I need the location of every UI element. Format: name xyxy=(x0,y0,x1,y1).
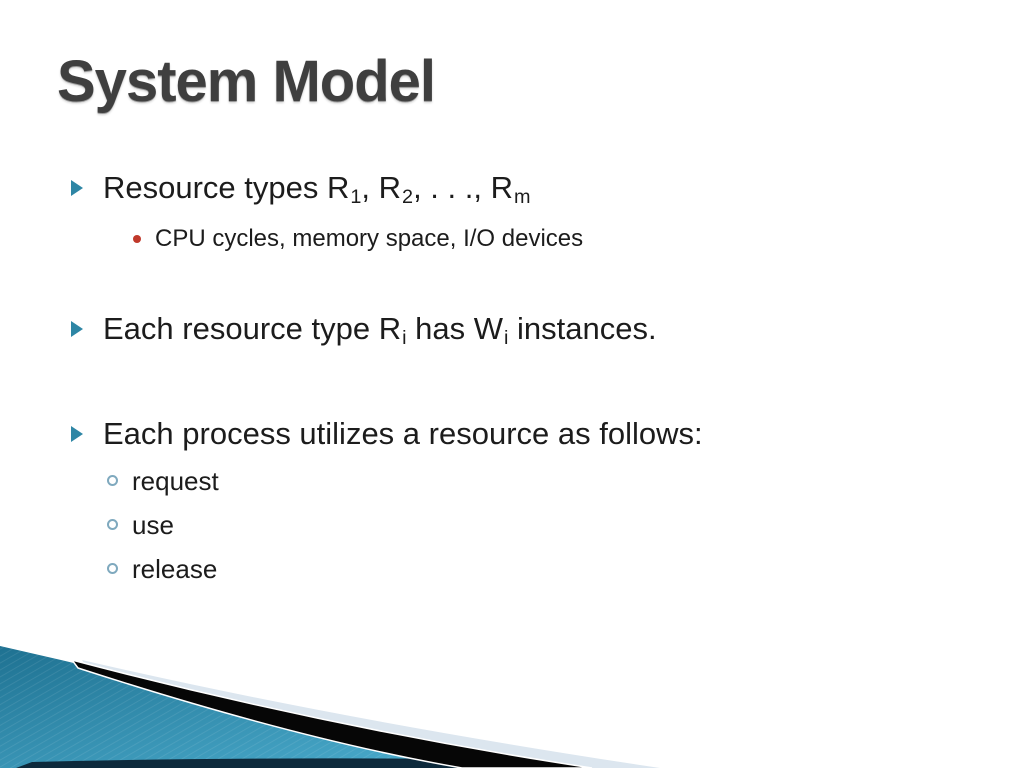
sub-bullet-utilization-2: release xyxy=(0,552,1004,586)
red-dot-bullet-icon xyxy=(133,235,141,243)
sub-bullet-utilization-1: use xyxy=(0,508,1004,542)
sub-bullet-utilization-1-text: use xyxy=(132,510,174,540)
bullet-utilization: Each process utilizes a resource as foll… xyxy=(0,414,1004,454)
sub-bullet-resource-types-0-text: CPU cycles, memory space, I/O devices xyxy=(155,225,584,252)
bullet-list: Resource types R1, R2, . . ., Rm CPU cycl… xyxy=(0,168,1004,586)
circle-bullet-icon xyxy=(107,475,118,486)
sub-bullet-utilization-2-text: release xyxy=(132,554,218,584)
circle-bullet-icon xyxy=(107,519,118,530)
arrow-bullet-icon xyxy=(71,426,83,442)
bullet-resource-types: Resource types R1, R2, . . ., Rm xyxy=(0,168,1004,212)
bullet-resource-types-text: Resource types R1, R2, . . ., Rm xyxy=(103,170,531,209)
bullet-utilization-text: Each process utilizes a resource as foll… xyxy=(103,416,703,451)
arrow-bullet-icon xyxy=(71,180,83,196)
arrow-bullet-icon xyxy=(71,321,83,337)
bottom-decoration xyxy=(0,646,660,768)
circle-bullet-icon xyxy=(107,563,118,574)
slide-title: System Model xyxy=(57,49,436,114)
bullet-instances-text: Each resource type Ri has Wi instances. xyxy=(103,311,657,350)
sub-bullet-utilization-0-text: request xyxy=(132,466,219,496)
sub-bullet-resource-types-0: CPU cycles, memory space, I/O devices xyxy=(0,222,1004,255)
sub-bullet-utilization-0: request xyxy=(0,464,1004,498)
bullet-instances: Each resource type Ri has Wi instances. xyxy=(0,309,1004,353)
